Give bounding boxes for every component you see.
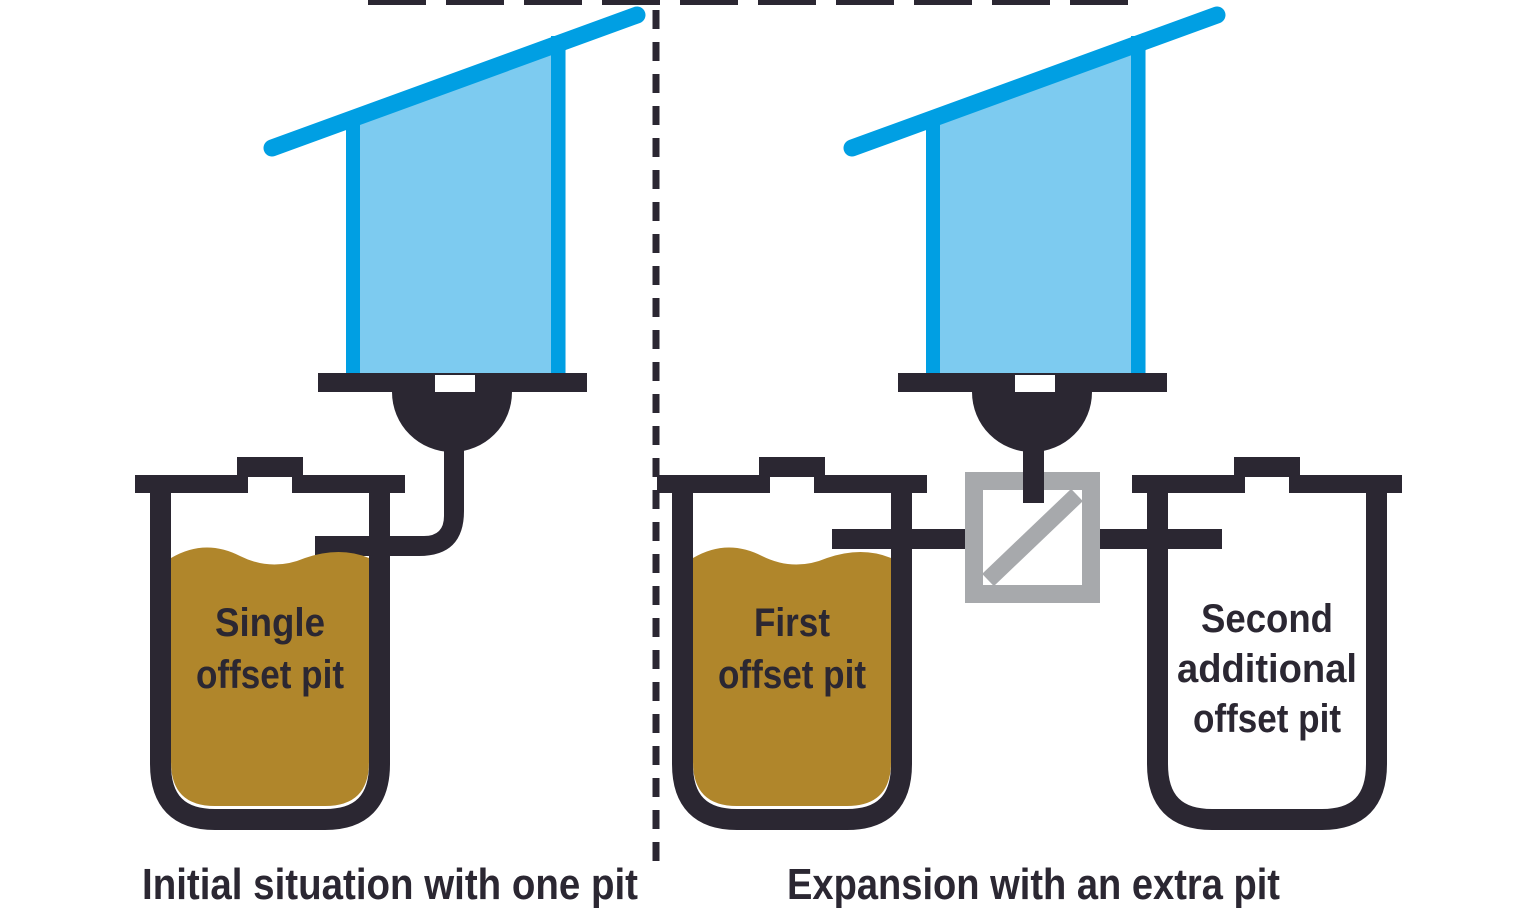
second-pit-label-line2: additional	[1177, 647, 1357, 691]
pit-lid-left	[1132, 475, 1245, 493]
first-pit-label-line1: First	[754, 601, 830, 645]
toilet-superstructure-left	[263, 6, 646, 556]
second-additional-offset-pit: Second additional offset pit	[1132, 457, 1402, 830]
left-panel-initial-situation: Single offset pit Initial situation with…	[135, 6, 646, 909]
pit-outline	[672, 492, 912, 830]
pit-lid-left	[657, 475, 770, 493]
roof-line	[263, 6, 646, 157]
first-pit-label-line2: offset pit	[718, 653, 866, 697]
left-panel-caption: Initial situation with one pit	[142, 860, 638, 909]
superstructure-wall-fill	[346, 41, 566, 378]
squat-hole	[435, 375, 475, 392]
pit-lid-bump	[759, 457, 825, 477]
squat-hole	[1015, 375, 1055, 392]
drain-pipe-down	[1023, 430, 1044, 503]
single-pit-label-line1: Single	[215, 601, 325, 645]
toilet-bowl	[972, 392, 1092, 452]
junction-box	[965, 472, 1100, 603]
pit-outline	[1147, 492, 1387, 830]
right-panel-expansion: First offset pit Second additional offse…	[657, 6, 1402, 909]
junction-box-diagonal	[982, 488, 1083, 587]
pit-sludge-fill	[693, 547, 891, 806]
second-pit-label-line3: offset pit	[1193, 697, 1341, 741]
pit-lid-bump	[237, 457, 303, 477]
pit-outline	[150, 492, 390, 830]
pit-lid-left	[135, 475, 248, 493]
single-offset-pit: Single offset pit	[135, 457, 405, 830]
drain-pipe-elbow	[315, 430, 464, 556]
toilet-bowl	[392, 392, 512, 452]
roof-line	[843, 6, 1226, 157]
pit-lid-right	[292, 475, 405, 493]
first-offset-pit: First offset pit	[657, 457, 927, 830]
pit-lid-bump	[1234, 457, 1300, 477]
right-panel-caption: Expansion with an extra pit	[787, 860, 1280, 909]
second-pit-label-line1: Second	[1201, 597, 1333, 641]
pit-lid-right	[814, 475, 927, 493]
superstructure-wall-fill	[926, 41, 1146, 378]
toilet-superstructure-right	[843, 6, 1226, 452]
single-pit-label-line2: offset pit	[196, 653, 344, 697]
pit-lid-right	[1289, 475, 1402, 493]
pit-sludge-fill	[171, 547, 369, 806]
